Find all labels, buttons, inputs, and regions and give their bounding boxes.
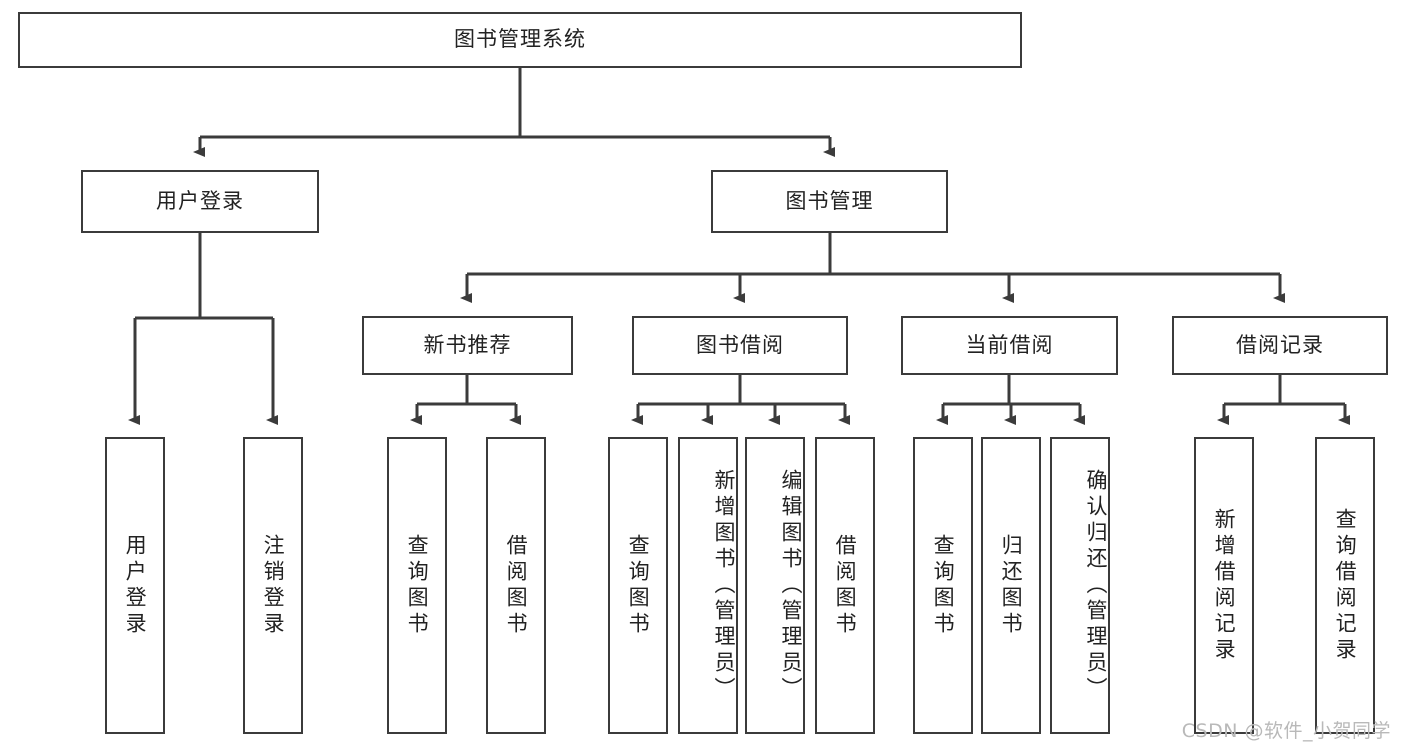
node-borrow-record-label: 借阅记录 (1236, 332, 1324, 357)
node-leaf-return-book[interactable]: 归还图书 (981, 437, 1041, 734)
node-leaf-query-borrow-record-label: 查询借阅记录 (1333, 507, 1358, 664)
node-leaf-borrow-book[interactable]: 借阅图书 (815, 437, 875, 734)
node-new-book-recommend-label: 新书推荐 (423, 332, 512, 357)
node-leaf-query-book-current-label: 查询图书 (931, 533, 956, 638)
node-leaf-user-logout[interactable]: 注销登录 (243, 437, 303, 734)
node-user-login[interactable]: 用户登录 (81, 170, 319, 233)
node-leaf-query-book[interactable]: 查询图书 (608, 437, 668, 734)
node-root[interactable]: 图书管理系统 (18, 12, 1022, 68)
node-book-management[interactable]: 图书管理 (711, 170, 948, 233)
node-leaf-add-book-admin[interactable]: 新增图书（管理员） (678, 437, 738, 734)
csdn-watermark: CSDN @软件_小贺同学 (1181, 720, 1391, 742)
node-root-label: 图书管理系统 (454, 27, 586, 52)
node-leaf-user-login-label: 用户登录 (123, 533, 148, 638)
node-new-book-recommend[interactable]: 新书推荐 (362, 316, 573, 375)
node-leaf-user-logout-label: 注销登录 (261, 533, 286, 638)
node-book-borrow[interactable]: 图书借阅 (632, 316, 848, 375)
node-leaf-edit-book-admin[interactable]: 编辑图书（管理员） (745, 437, 805, 734)
node-leaf-query-borrow-record[interactable]: 查询借阅记录 (1315, 437, 1375, 734)
node-leaf-user-login[interactable]: 用户登录 (105, 437, 165, 734)
node-leaf-borrow-book-recommend[interactable]: 借阅图书 (486, 437, 546, 734)
node-leaf-query-book-label: 查询图书 (626, 533, 651, 638)
node-current-borrow[interactable]: 当前借阅 (901, 316, 1118, 375)
node-leaf-add-borrow-record[interactable]: 新增借阅记录 (1194, 437, 1254, 734)
node-book-management-label: 图书管理 (785, 188, 874, 213)
node-leaf-query-book-recommend[interactable]: 查询图书 (387, 437, 447, 734)
node-user-login-label: 用户登录 (156, 188, 244, 213)
node-leaf-return-book-label: 归还图书 (999, 533, 1024, 638)
node-leaf-borrow-book-recommend-label: 借阅图书 (504, 533, 529, 638)
node-leaf-query-book-recommend-label: 查询图书 (405, 533, 430, 638)
node-leaf-query-book-current[interactable]: 查询图书 (913, 437, 973, 734)
node-leaf-add-book-admin-label: 新增图书（管理员） (712, 468, 736, 703)
node-borrow-record[interactable]: 借阅记录 (1172, 316, 1388, 375)
node-leaf-confirm-return-admin-label: 确认归还（管理员） (1084, 468, 1108, 703)
node-leaf-confirm-return-admin[interactable]: 确认归还（管理员） (1050, 437, 1110, 734)
node-current-borrow-label: 当前借阅 (965, 332, 1054, 357)
node-book-borrow-label: 图书借阅 (696, 332, 784, 357)
node-leaf-borrow-book-label: 借阅图书 (833, 533, 858, 638)
node-leaf-edit-book-admin-label: 编辑图书（管理员） (779, 468, 803, 703)
node-leaf-add-borrow-record-label: 新增借阅记录 (1212, 507, 1237, 664)
